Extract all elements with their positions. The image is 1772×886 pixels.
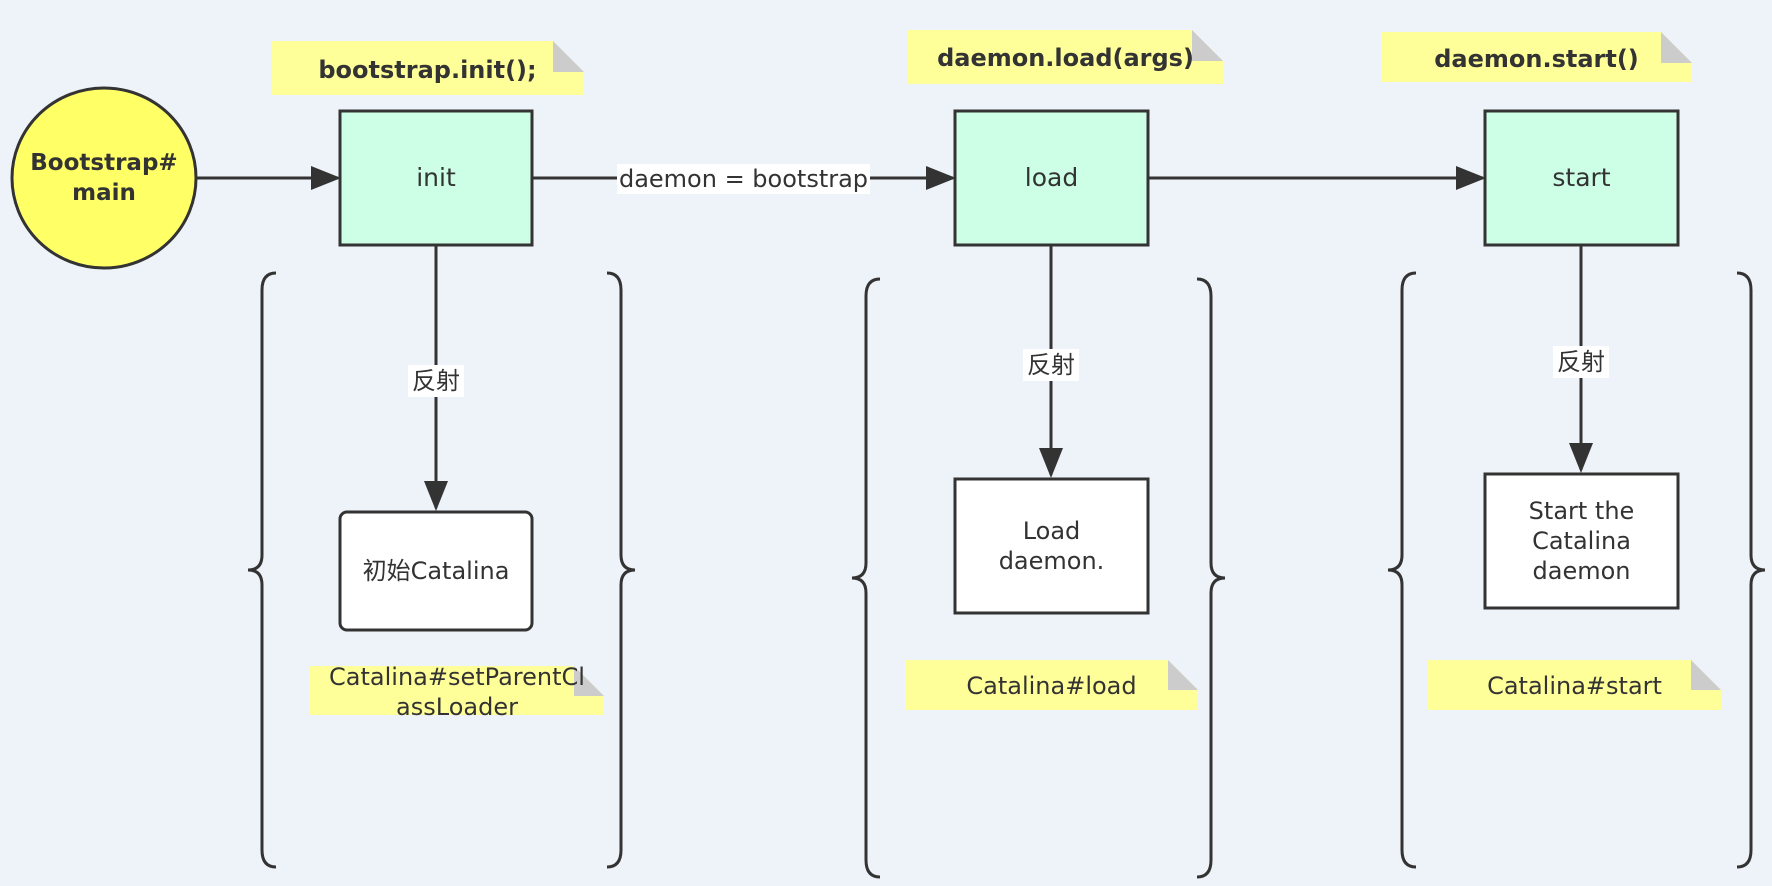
result-text-start: Start the Catalina daemon xyxy=(1528,497,1635,585)
result-box-start xyxy=(1483,472,1680,610)
left-brace-load xyxy=(851,277,881,879)
note-start-method xyxy=(1428,660,1721,710)
right-brace-start xyxy=(1736,271,1766,869)
left-brace-init xyxy=(247,271,277,869)
right-brace-init xyxy=(606,271,636,869)
start-node-label: Bootstrap# main xyxy=(30,150,178,206)
process-box-init xyxy=(338,109,534,247)
note-start-call xyxy=(1381,32,1692,82)
note-init-method-text: Catalina#setParentCl assLoader xyxy=(329,663,585,721)
edge-label-reflect-start: 反射 xyxy=(1553,346,1609,378)
edge-label-daemon: daemon = bootstrap xyxy=(617,164,870,194)
result-text-load: Load daemon. xyxy=(998,517,1105,575)
process-box-start xyxy=(1483,109,1680,247)
start-node-circle xyxy=(10,86,198,270)
right-brace-load xyxy=(1196,277,1226,879)
process-label-start: start xyxy=(1552,163,1611,192)
edge-label-reflect-load: 反射 xyxy=(1023,349,1079,381)
process-box-load xyxy=(953,109,1150,247)
result-box-init xyxy=(338,510,534,632)
note-load-method-text: Catalina#load xyxy=(966,672,1137,700)
note-start-call-text: daemon.start() xyxy=(1434,45,1639,73)
note-init-call-text: bootstrap.init(); xyxy=(318,56,537,84)
note-load-call-text: daemon.load(args) xyxy=(937,44,1194,72)
process-label-init: init xyxy=(416,163,456,192)
note-init-call xyxy=(271,41,584,95)
note-init-method xyxy=(310,666,604,715)
note-start-method-text: Catalina#start xyxy=(1487,672,1662,700)
result-text-init: 初始Catalina xyxy=(362,557,510,585)
left-brace-start xyxy=(1387,271,1417,869)
note-load-call xyxy=(908,30,1223,84)
edge-label-reflect-init: 反射 xyxy=(408,365,464,397)
process-label-load: load xyxy=(1024,163,1079,192)
result-box-load xyxy=(953,477,1150,615)
note-load-method xyxy=(905,660,1198,710)
